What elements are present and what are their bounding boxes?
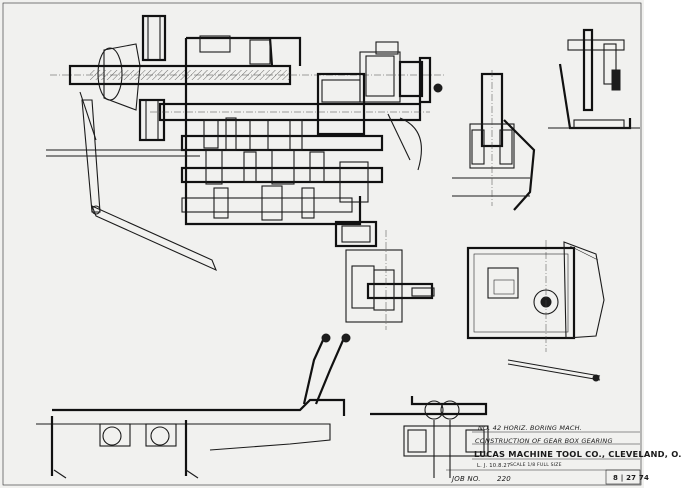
lower-middle-section — [370, 396, 489, 478]
gear-box-section — [46, 14, 445, 330]
title-scale: SCALE 1/8 FULL SIZE — [510, 463, 562, 468]
title-subject: CONSTRUCTION OF GEAR BOX GEARING — [475, 437, 613, 445]
title-block-frame — [446, 431, 641, 485]
upper-right-detail — [548, 28, 640, 130]
lower-left-plan — [36, 333, 351, 479]
title-drawn-date: L. J. 10.8.27 — [477, 463, 511, 469]
spindle-4 — [180, 166, 384, 184]
side-elevation — [466, 240, 605, 382]
sheet-number: 8 | 27 74 — [613, 474, 650, 482]
sheet-border — [2, 2, 642, 486]
job-label: JOB NO. — [452, 475, 481, 483]
spindle-5 — [181, 197, 353, 213]
title-machine-name: NO. 42 HORIZ. BORING MACH. — [478, 424, 582, 432]
drawing-canvas — [2, 2, 642, 486]
shaft-bearing-detail — [452, 70, 536, 211]
job-number: 220 — [497, 475, 511, 483]
title-company: LUCAS MACHINE TOOL CO., CLEVELAND, O. — [474, 449, 682, 459]
